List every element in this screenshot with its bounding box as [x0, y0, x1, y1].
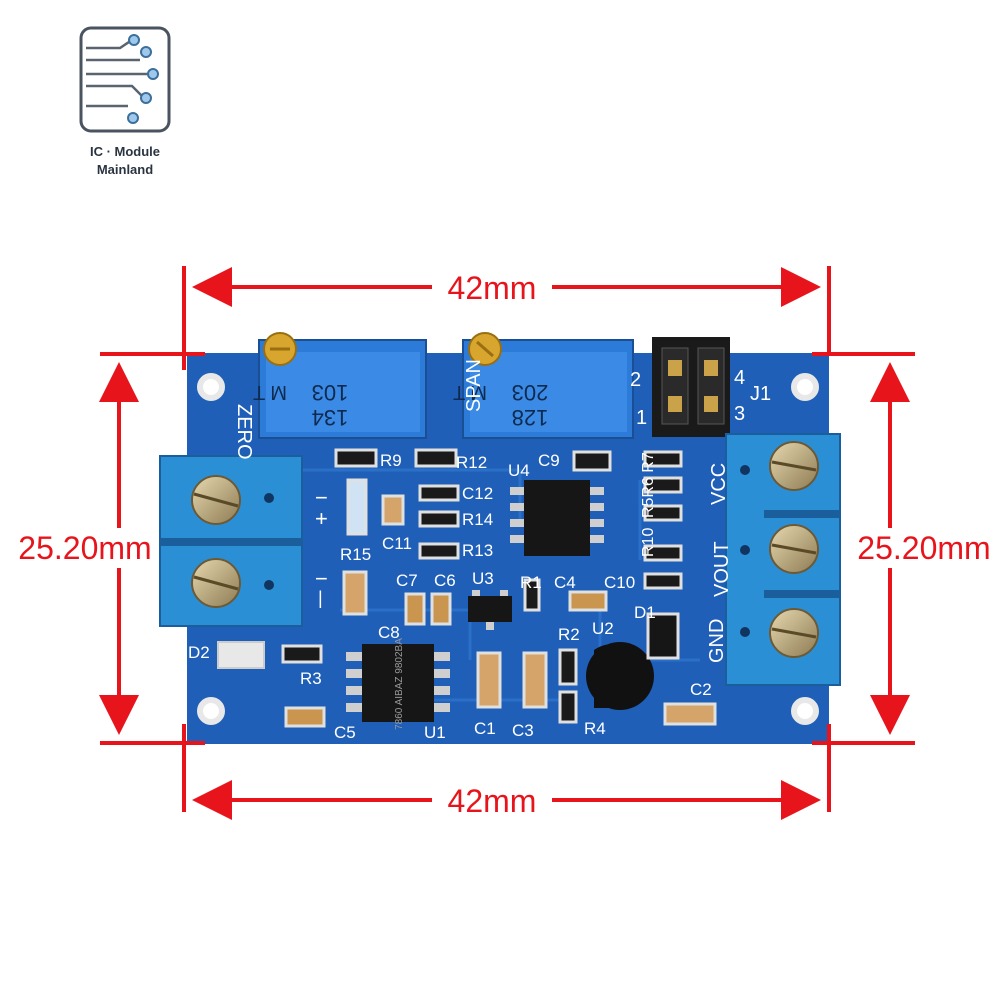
- pot-span-code-2: 128: [512, 405, 549, 430]
- label-vcc: VCC: [708, 463, 730, 505]
- label-minus-bottom: −: [315, 566, 328, 591]
- label-u3: U3: [472, 569, 494, 588]
- resistor-r15: [346, 478, 368, 536]
- label-r12: R12: [456, 453, 487, 472]
- label-d1: D1: [634, 603, 656, 622]
- potentiometer-zero: 103 134 M T: [253, 332, 427, 439]
- label-d2: D2: [188, 643, 210, 662]
- label-j1: J1: [750, 383, 771, 405]
- pot-span-mark: M T: [453, 381, 487, 403]
- label-c11: C11: [382, 534, 412, 553]
- label-u4: U4: [508, 461, 530, 480]
- label-c7: C7: [396, 571, 418, 590]
- label-c6: C6: [434, 571, 456, 590]
- label-pin1: 1: [636, 407, 647, 429]
- diode-d1: [646, 612, 680, 660]
- label-c3: C3: [512, 721, 534, 740]
- label-c10: C10: [604, 573, 635, 592]
- label-r5r6r7: R5R6 R7: [640, 452, 657, 518]
- label-r1: R1: [520, 573, 542, 592]
- output-terminal-block: [725, 433, 841, 686]
- smd-components: [217, 448, 717, 728]
- brand-logo: [79, 26, 171, 133]
- label-r2: R2: [558, 625, 580, 644]
- mounting-hole-top-left: [197, 373, 225, 401]
- dimension-lines: [99, 266, 915, 820]
- label-r3: R3: [300, 669, 322, 688]
- label-r4: R4: [584, 719, 606, 738]
- input-terminal-block: [159, 455, 303, 627]
- mounting-hole-bottom-left: [197, 697, 225, 725]
- label-pin2: 2: [630, 369, 641, 391]
- dim-left-label: 25.20mm: [18, 530, 151, 566]
- label-minus-top: −: [315, 485, 328, 510]
- label-c12: C12: [462, 484, 493, 503]
- chip-u1: 7860 AIBAZ 9802BA: [346, 638, 450, 730]
- chip-u4: [510, 480, 604, 556]
- label-r9: R9: [380, 451, 402, 470]
- label-r10: R10: [640, 528, 657, 557]
- label-r14: R14: [462, 510, 493, 529]
- label-span: SPAN: [463, 359, 485, 412]
- logo-line-1: IC · Module: [89, 144, 161, 159]
- label-c2: C2: [690, 680, 712, 699]
- label-plus: +: [315, 506, 328, 531]
- pot-zero-code-2: 134: [312, 405, 349, 430]
- label-c4: C4: [554, 573, 576, 592]
- label-r13: R13: [462, 541, 493, 560]
- label-u1: U1: [424, 723, 446, 742]
- label-u2: U2: [592, 619, 614, 638]
- mounting-hole-top-right: [791, 373, 819, 401]
- chip-u3: [468, 590, 512, 630]
- label-r15: R15: [340, 545, 371, 564]
- label-c9: C9: [538, 451, 560, 470]
- dim-right-label: 25.20mm: [857, 530, 990, 566]
- pot-zero-mark: M T: [253, 381, 287, 403]
- mounting-hole-bottom-right: [791, 697, 819, 725]
- chip-u1-marking: 7860 AIBAZ 9802BA: [394, 638, 405, 730]
- label-c8: C8: [378, 623, 400, 642]
- label-c5: C5: [334, 723, 356, 742]
- pot-span-code-1: 203: [512, 380, 549, 405]
- chip-u2: [586, 642, 654, 710]
- label-pin3: 3: [734, 403, 745, 425]
- dim-top-label: 42mm: [448, 270, 537, 306]
- jumper-j1: [652, 337, 730, 437]
- dim-bottom-label: 42mm: [448, 783, 537, 819]
- logo-line-2: Mainland: [96, 162, 154, 177]
- label-gnd: GND: [706, 619, 728, 663]
- dimension-labels: 42mm 42mm 25.20mm 25.20mm: [18, 270, 990, 819]
- pot-zero-code-1: 103: [312, 380, 349, 405]
- label-vout: VOUT: [711, 541, 733, 597]
- label-minus-mark: |: [318, 588, 323, 608]
- led-d2: [217, 641, 265, 669]
- potentiometer-span: 203 128 M T: [453, 332, 634, 439]
- label-zero: ZERO: [233, 404, 255, 460]
- silkscreen: ZERO SPAN J1 1 2 3 4 + − − | VCC VOUT GN…: [188, 359, 771, 742]
- label-pin4: 4: [734, 367, 745, 389]
- label-c1: C1: [474, 719, 496, 738]
